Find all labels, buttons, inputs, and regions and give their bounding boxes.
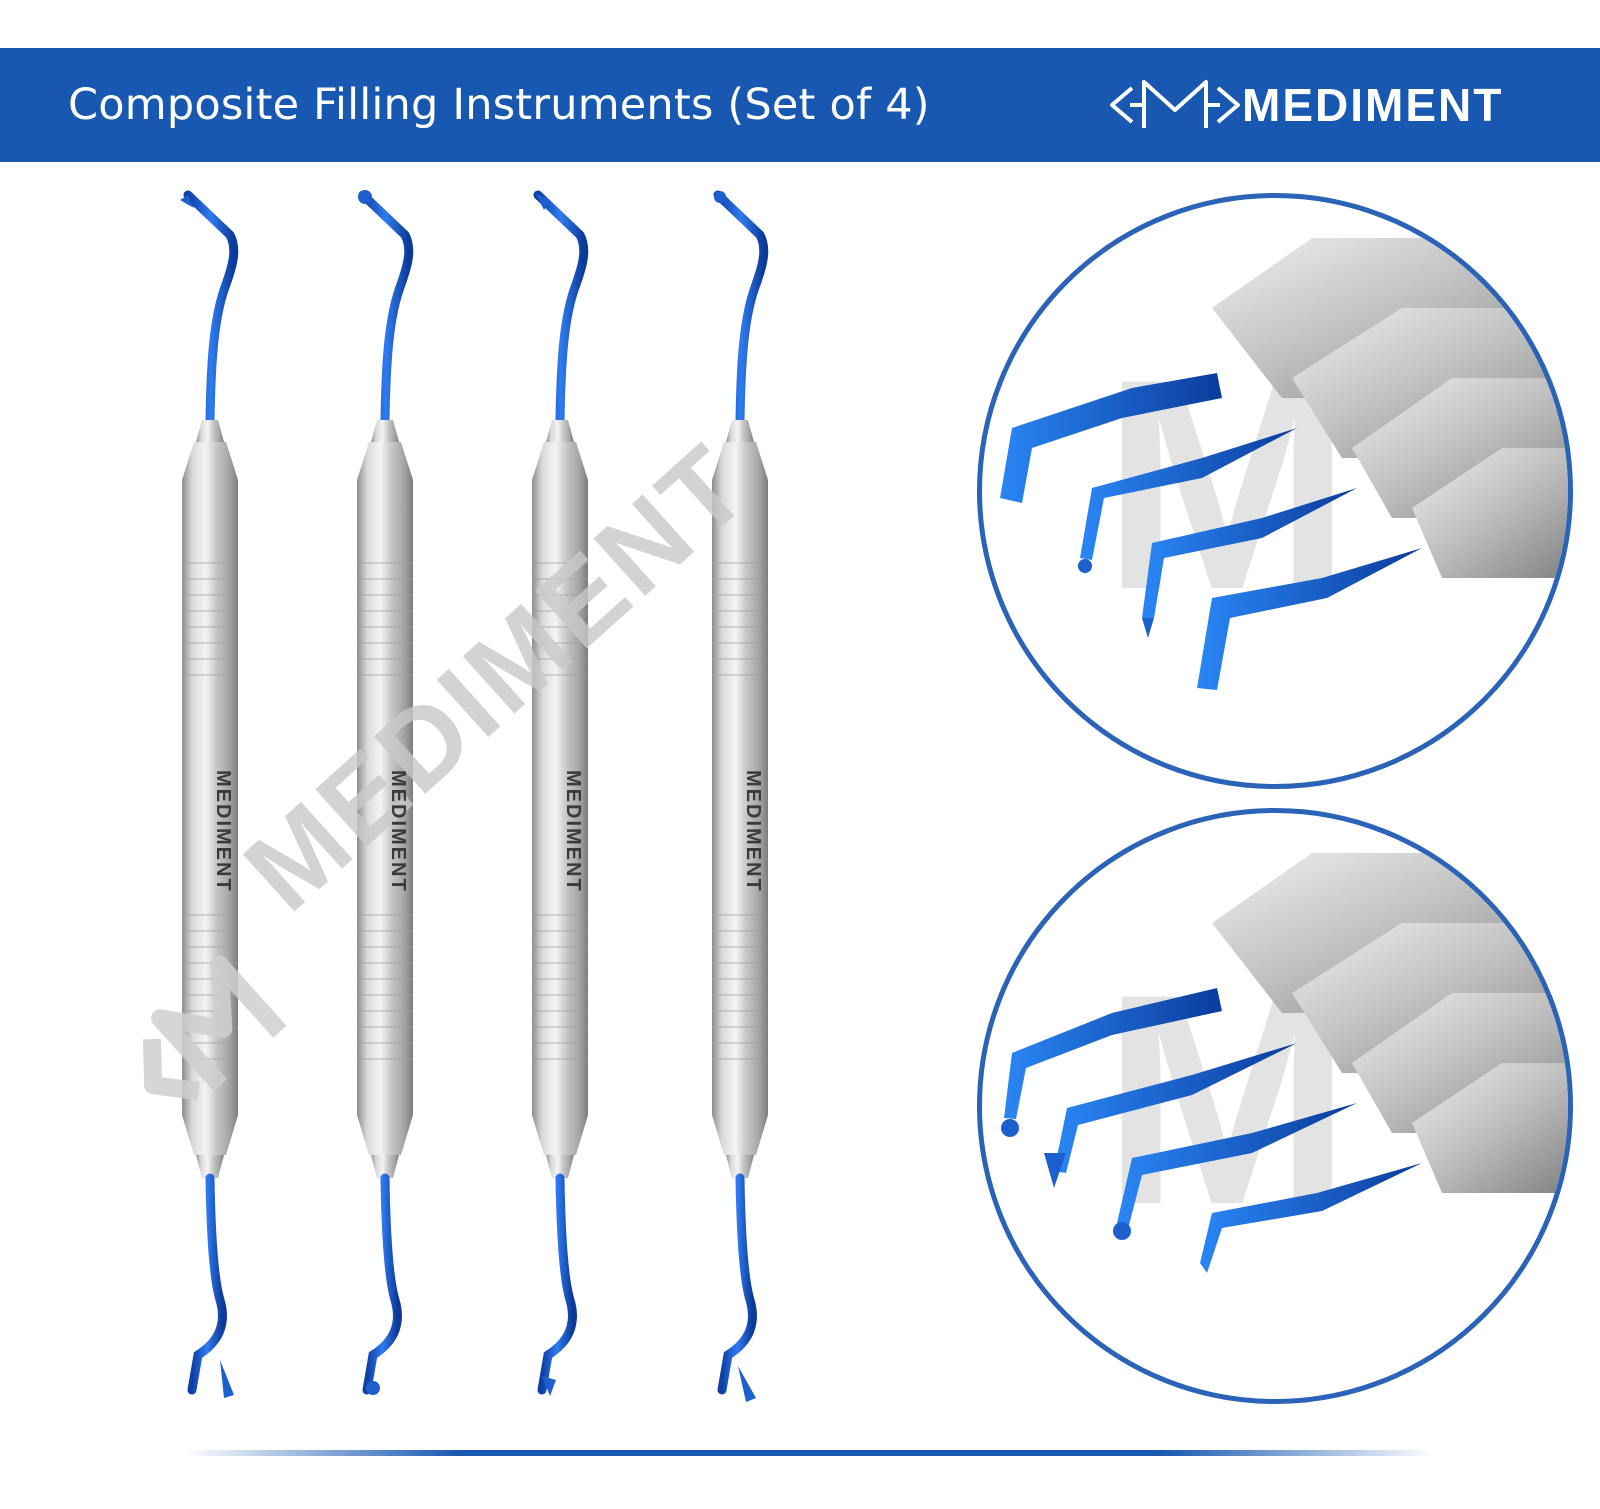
tips-closeup-illustration: M	[1000, 238, 1568, 690]
bottom-divider	[185, 1450, 1435, 1456]
handle-mark-2: MEDIMENT	[387, 770, 409, 893]
instrument-2	[357, 190, 413, 1395]
instrument-set: MEDIMENT MEDIMENT MEDIMENT MEDIMENT MEDI…	[0, 180, 960, 1430]
brand-wordmark: MEDIMENT	[1242, 79, 1504, 131]
instrument-4	[712, 191, 768, 1402]
header-banner: Composite Filling Instruments (Set of 4)…	[0, 48, 1600, 162]
handle-mark-4: MEDIMENT	[742, 770, 764, 893]
detail-view-lower-tips: M	[977, 808, 1573, 1404]
instruments-illustration	[0, 190, 960, 1402]
tips-closeup-illustration-2: M	[1001, 853, 1568, 1273]
mediment-logo-icon	[1110, 80, 1240, 128]
page-title: Composite Filling Instruments (Set of 4)	[68, 80, 930, 130]
handle-mark-3: MEDIMENT	[562, 770, 584, 893]
detail-view-upper-tips: M	[977, 193, 1573, 789]
instrument-3	[532, 194, 588, 1396]
handle-mark-1: MEDIMENT	[212, 770, 234, 893]
instrument-1	[180, 195, 238, 1398]
